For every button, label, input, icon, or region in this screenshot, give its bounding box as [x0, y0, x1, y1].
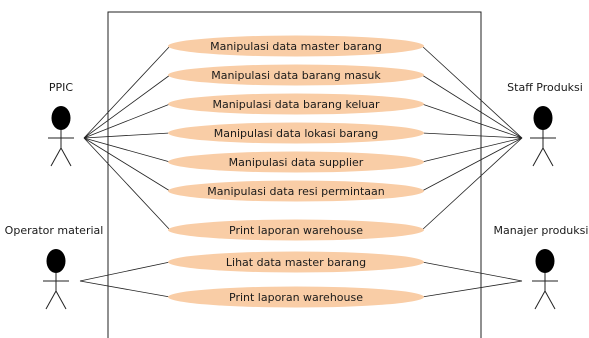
use-case-uc8: Lihat data master barang [168, 251, 424, 273]
actor-name: Operator material [5, 224, 104, 237]
association-line-manajer-produksi-uc9 [421, 280, 523, 298]
association-line-staff-produksi-uc3 [421, 103, 523, 139]
association-line-ppic-uc1 [83, 45, 171, 139]
use-case-uc9: Print laporan warehouse [168, 286, 424, 308]
association-line-staff-produksi-uc6 [421, 137, 523, 192]
use-case-ellipse [168, 35, 424, 57]
actor-head [46, 249, 66, 273]
use-case-label: Manipulasi data barang masuk [211, 69, 381, 82]
use-case-label: Manipulasi data resi permintaan [207, 185, 385, 198]
use-case-ellipse [168, 180, 424, 202]
use-case-label: Manipulasi data lokasi barang [214, 127, 379, 140]
actors: PPIC Operator material Staff ProduksiManaj… [5, 81, 589, 310]
use-case-label: Print laporan warehouse [229, 291, 363, 304]
actor-name: Staff Produksi [507, 81, 583, 94]
actor-name: PPIC [49, 81, 74, 94]
actor-left-leg [534, 290, 546, 310]
actor-manajer-produksi: Manajer produksi [494, 224, 589, 310]
associations [79, 45, 523, 298]
association-line-staff-produksi-uc5 [421, 137, 523, 163]
use-case-label: Manipulasi data master barang [210, 40, 382, 53]
actor-right-leg [544, 290, 556, 310]
use-case-uc5: Manipulasi data supplier [168, 151, 424, 173]
use-case-ellipse [168, 219, 424, 241]
actor-left-leg [532, 147, 544, 167]
actor-head [533, 106, 553, 130]
association-line-staff-produksi-uc7 [421, 137, 523, 231]
use-case-uc2: Manipulasi data barang masuk [168, 64, 424, 86]
actor-right-leg [60, 147, 72, 167]
association-line-ppic-uc3 [83, 103, 171, 139]
use-case-ellipse [168, 122, 424, 144]
actor-right-leg [55, 290, 67, 310]
use-case-ellipse [168, 64, 424, 86]
association-line-staff-produksi-uc2 [421, 74, 523, 139]
association-line-ppic-uc7 [83, 137, 171, 231]
use-case-uc4: Manipulasi data lokasi barang [168, 122, 424, 144]
actor-left-leg [50, 147, 62, 167]
association-line-ppic-uc6 [83, 137, 171, 192]
use-case-ellipse [168, 93, 424, 115]
association-line-manajer-produksi-uc8 [421, 261, 523, 282]
actor-head [51, 106, 71, 130]
association-line-ppic-uc5 [83, 137, 171, 163]
use-case-ellipse [168, 286, 424, 308]
use-case-uc7: Print laporan warehouse [168, 219, 424, 241]
association-line-operator-material-uc8 [79, 261, 171, 282]
association-line-staff-produksi-uc1 [421, 45, 523, 139]
association-line-staff-produksi-uc4 [421, 132, 523, 139]
use-case-label: Print laporan warehouse [229, 224, 363, 237]
use-case-uc1: Manipulasi data master barang [168, 35, 424, 57]
actor-staff-produksi: Staff Produksi [507, 81, 583, 167]
use-case-uc6: Manipulasi data resi permintaan [168, 180, 424, 202]
actor-operator-material: Operator material [5, 224, 104, 310]
association-line-ppic-uc4 [83, 132, 171, 139]
system-boundary [107, 11, 482, 338]
actor-ppic: PPIC [48, 81, 74, 167]
actor-left-leg [45, 290, 57, 310]
use-case-ellipse [168, 151, 424, 173]
actor-right-leg [542, 147, 554, 167]
use-case-label: Manipulasi data barang keluar [212, 98, 380, 111]
association-line-ppic-uc2 [83, 74, 171, 139]
use-case-label: Lihat data master barang [226, 256, 366, 269]
use-cases: Manipulasi data master barangManipulasi … [168, 35, 424, 308]
use-case-label: Manipulasi data supplier [229, 156, 364, 169]
use-case-uc3: Manipulasi data barang keluar [168, 93, 424, 115]
actor-name: Manajer produksi [494, 224, 589, 237]
use-case-ellipse [168, 251, 424, 273]
actor-head [535, 249, 555, 273]
association-line-operator-material-uc9 [79, 280, 171, 298]
